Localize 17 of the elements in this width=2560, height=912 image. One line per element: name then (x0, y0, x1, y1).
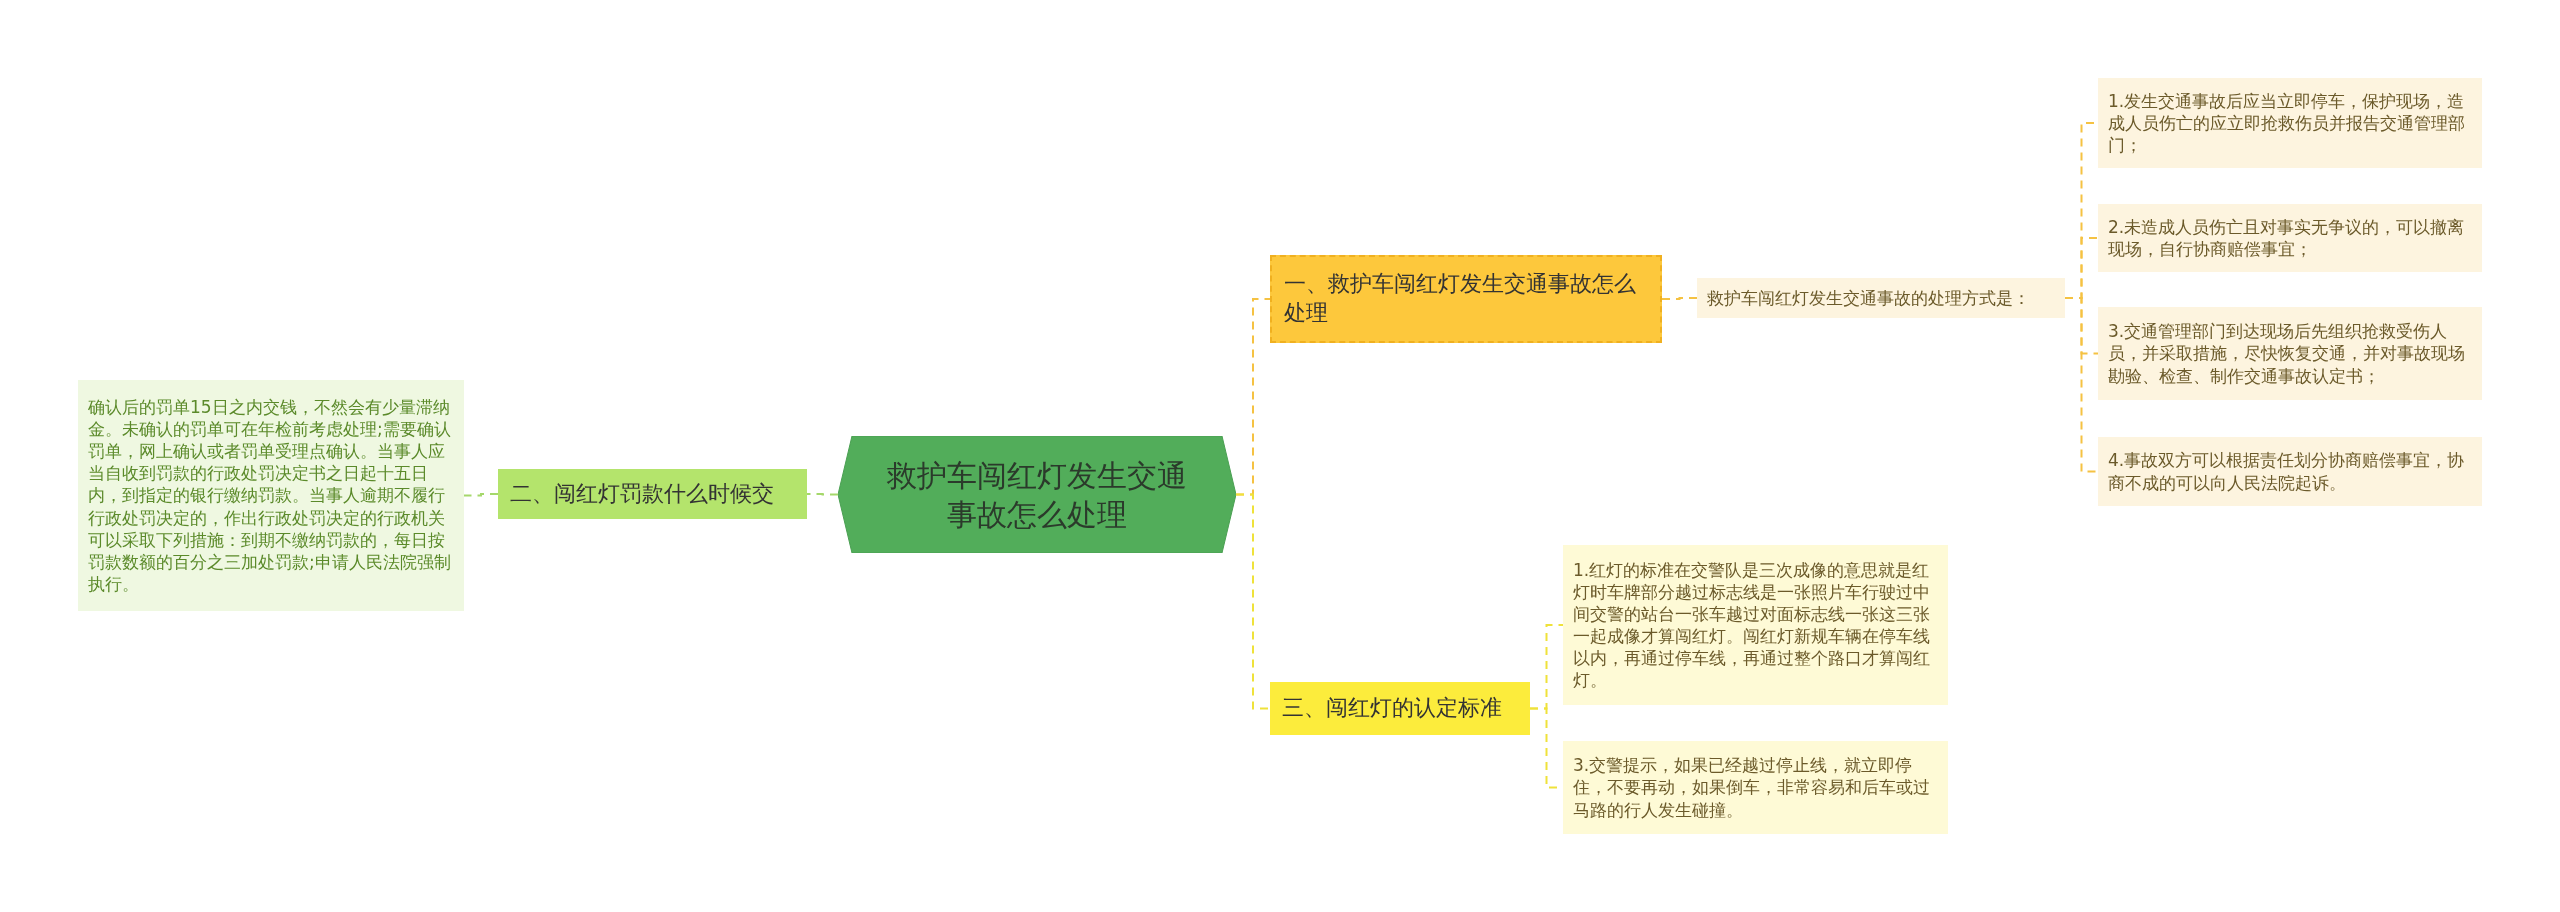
connector-line (1235, 493, 1271, 710)
text-box: 确认后的罚单15日之内交钱，不然会有少量滞纳金。未确认的罚单可在年检前考虑处理;需要确认罚单，网上确认或者罚单受理点确认。当事人应当自收到罚款的行政处罚决定书之日起十五日内，到指定的银行缴纳罚款。当事人逾期不履行行政处罚决定的，作出行政处罚决定的行政机关可以采取下列措施：到期不缴纳罚款的，每日按罚款数额的百分之三加处罚款;申请人民法院强制执行。 (78, 380, 464, 611)
text-box: 3.交通管理部门到达现场后先组织抢救受伤人员，并采取措施，尽快恢复交通，并对事故现场勘验、检查、制作交通事故认定书； (2098, 307, 2482, 400)
text-box: 1.发生交通事故后应当立即停车，保护现场，造成人员伤亡的应立即抢救伤员并报告交通管理部门； (2098, 78, 2482, 168)
text-box: 4.事故双方可以根据责任划分协商赔偿事宜，协商不成的可以向人民法院起诉。 (2098, 437, 2482, 506)
text-box: 1.红灯的标准在交警队是三次成像的意思就是红灯时车牌部分越过标志线是一张照片车行驶过中间交警的站台一张车越过对面标志线一张这三张一起成像才算闯红灯。闯红灯新规车辆在停车线以内，再通过停车线，再通过整个路口才算闯红灯。 (1563, 545, 1948, 705)
connector-line (1661, 297, 1698, 300)
topic-box: 一、救护车闯红灯发生交通事故怎么处理 (1270, 255, 1662, 343)
connector-line (463, 493, 499, 497)
topic-box: 二、闯红灯罚款什么时候交 (498, 469, 807, 519)
hexagon-node: 救护车闯红灯发生交通事故怎么处理 (838, 436, 1236, 553)
connector-line (806, 493, 839, 496)
text-box: 3.交警提示，如果已经越过停止线，就立即停住，不要再动，如果倒车，非常容易和后车或过马路的行人发生碰撞。 (1563, 741, 1948, 834)
text-box: 2.未造成人员伤亡且对事实无争议的，可以撤离现场，自行协商赔偿事宜； (2098, 204, 2482, 272)
connector-line (2064, 297, 2099, 473)
topic-box: 三、闯红灯的认定标准 (1270, 682, 1530, 735)
text-box: 救护车闯红灯发生交通事故的处理方式是： (1697, 278, 2065, 318)
